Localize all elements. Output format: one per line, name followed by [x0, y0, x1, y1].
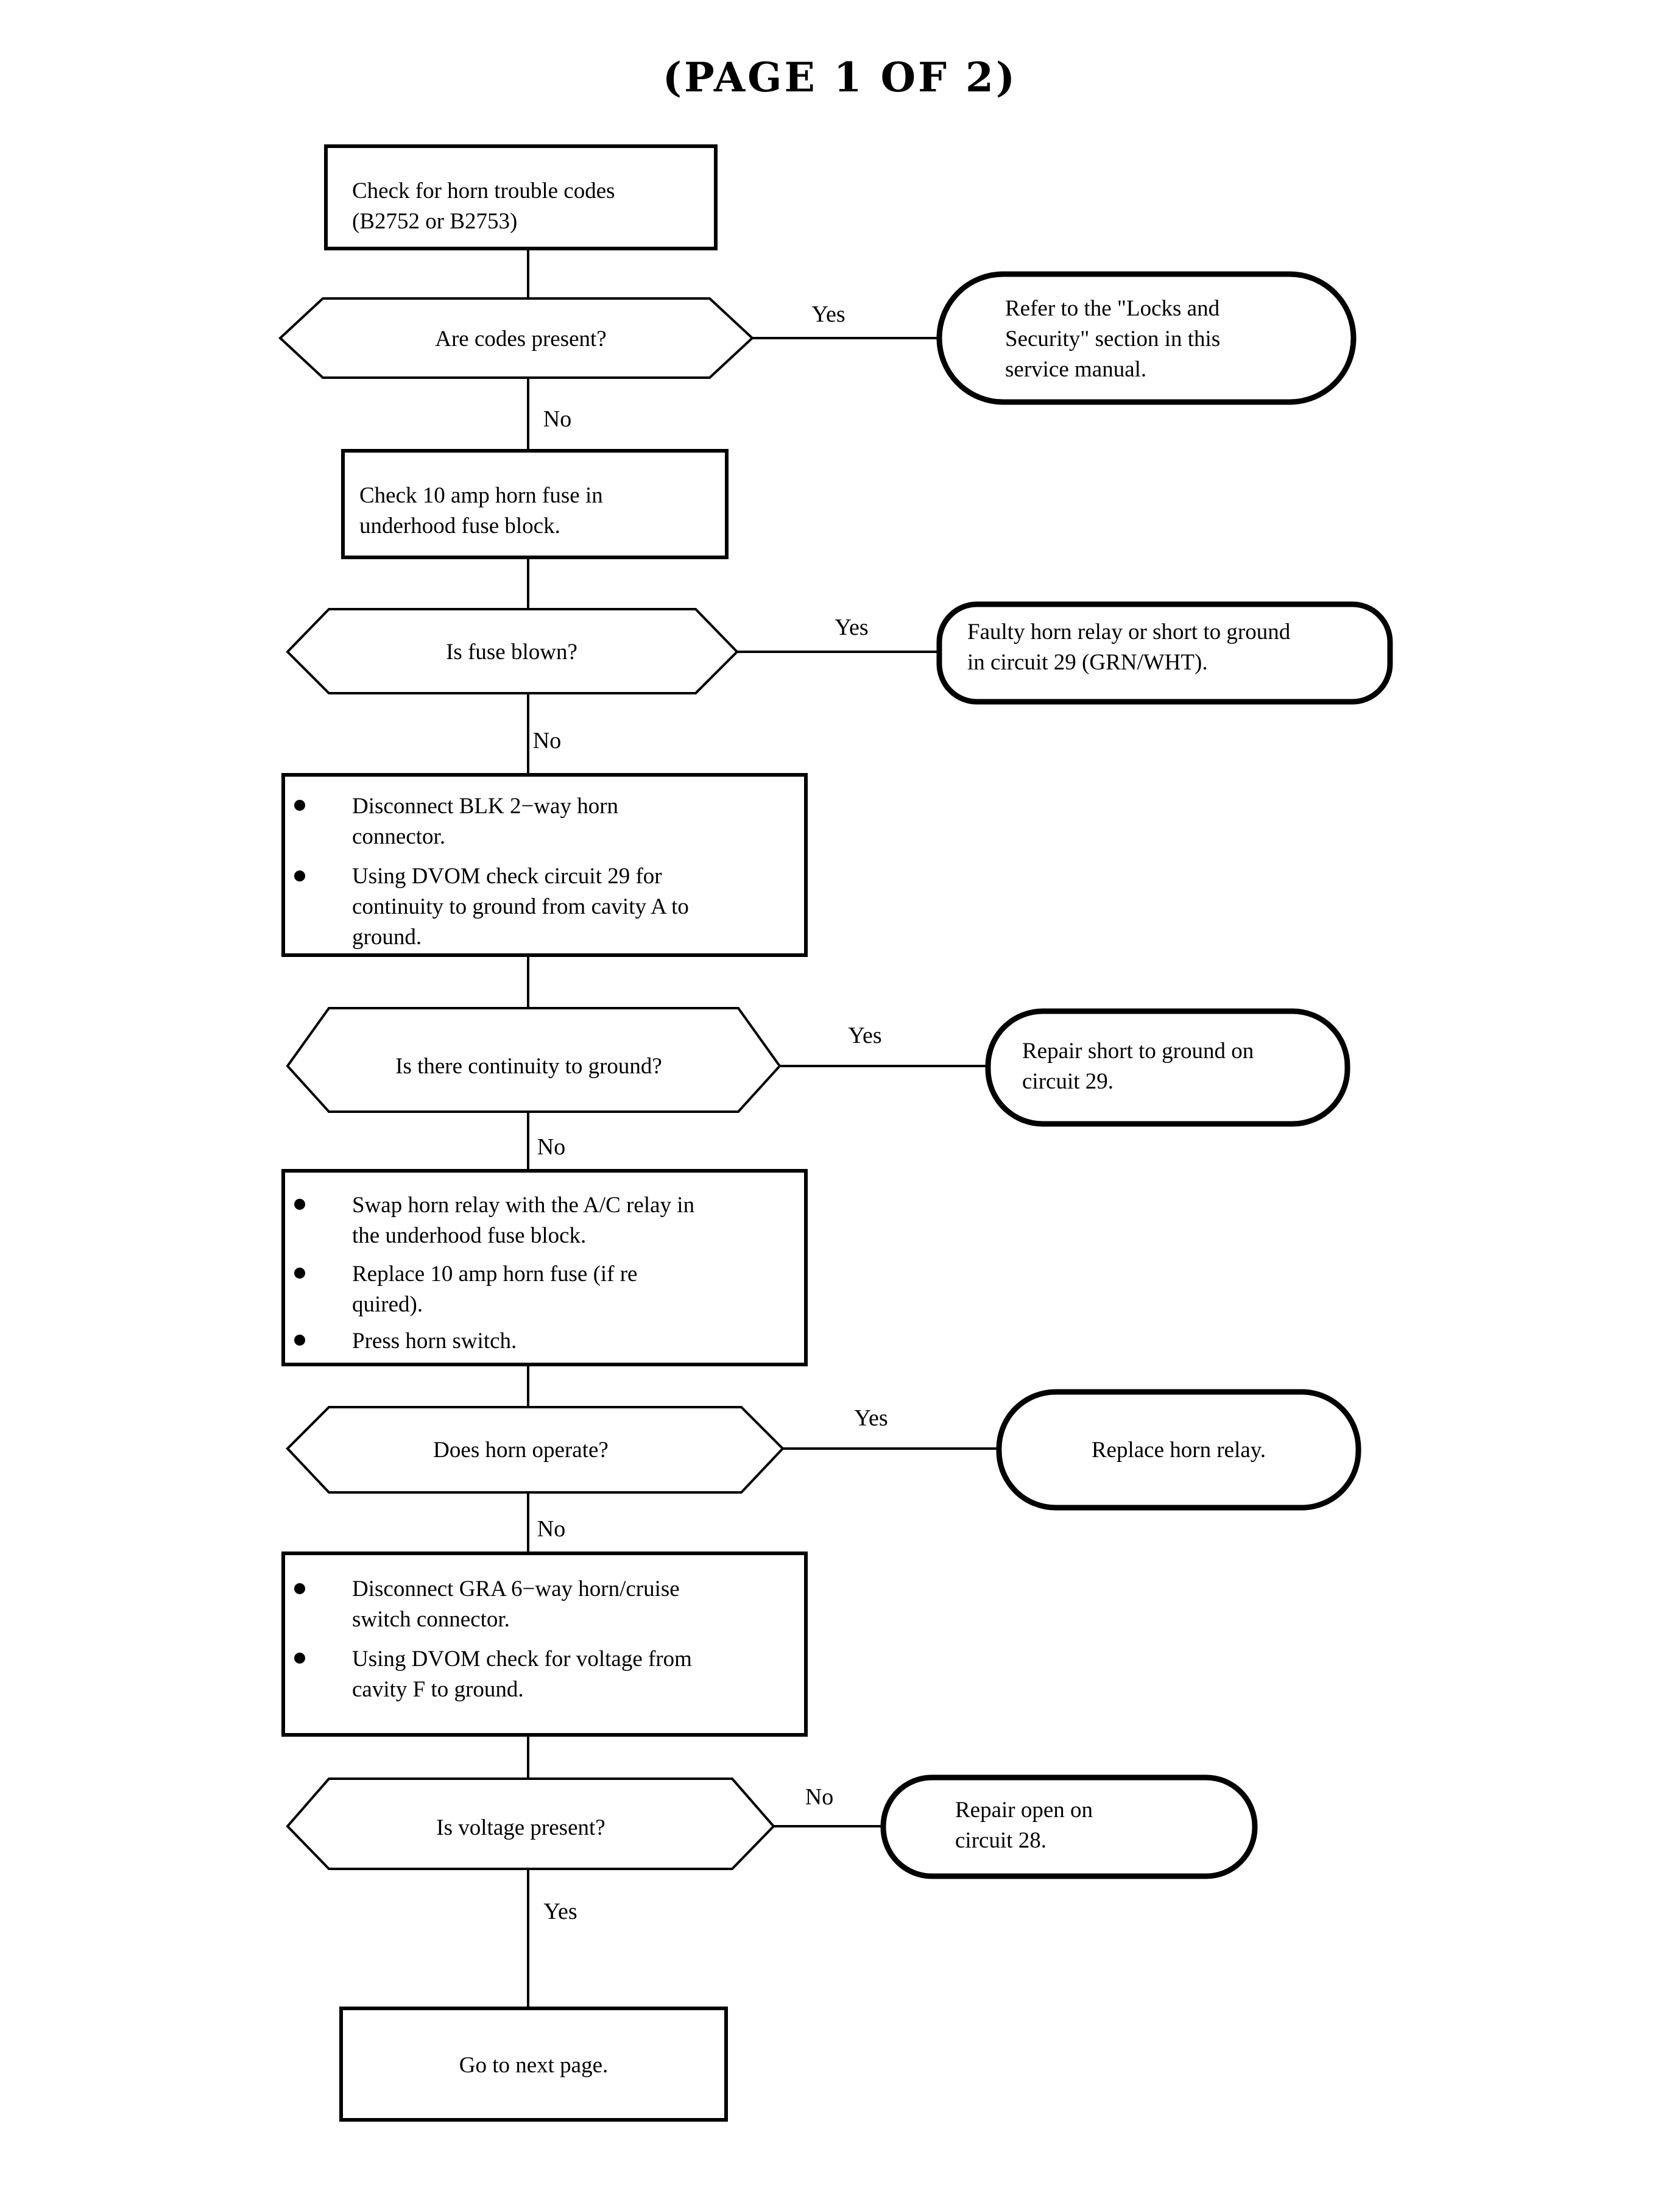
bullet-line: Using DVOM check for voltage from [352, 1647, 692, 1672]
bullet-dot-icon [294, 870, 305, 881]
branch-label-yes: Yes [854, 1405, 888, 1431]
branch-label-no: No [537, 1134, 565, 1160]
node-disconnect-gra-connector[interactable]: Disconnect GRA 6−way horn/cruise switch … [281, 1552, 808, 1737]
decision-hex-shape [286, 1406, 785, 1494]
node-swap-horn-relay[interactable]: Swap horn relay with the A/C relay in th… [281, 1169, 808, 1366]
node-line: circuit 29. [1022, 1069, 1114, 1094]
branch-label-no: No [543, 406, 571, 432]
decision-hex-shape [286, 1778, 775, 1870]
process-box-shape [324, 144, 718, 250]
process-box-shape [281, 1169, 808, 1366]
bullet-line: Swap horn relay with the A/C relay in [352, 1193, 694, 1218]
terminator-faulty-horn-relay[interactable]: Faulty horn relay or short to ground in … [936, 601, 1393, 705]
bullet-line: continuity to ground from cavity A to [352, 894, 689, 919]
bullet-line: switch connector. [352, 1607, 510, 1632]
node-line: Faulty horn relay or short to ground [967, 620, 1291, 644]
branch-label-yes: Yes [835, 615, 868, 640]
decision-is-voltage-present[interactable]: Is voltage present? [286, 1778, 775, 1870]
decision-label: Is voltage present? [436, 1815, 605, 1840]
branch-label-no: No [537, 1516, 565, 1542]
terminator-replace-horn-relay[interactable]: Replace horn relay. [996, 1389, 1361, 1511]
bullet-line: cavity F to ground. [352, 1677, 524, 1702]
node-disconnect-blk-connector[interactable]: Disconnect BLK 2−way horn connector. Usi… [281, 773, 808, 957]
decision-continuity-to-ground[interactable]: Is there continuity to ground? [286, 1007, 782, 1113]
node-line: Replace horn relay. [1092, 1438, 1266, 1463]
terminator-repair-open-circuit28[interactable]: Repair open on circuit 28. [880, 1774, 1258, 1879]
branch-label-yes: Yes [811, 302, 845, 327]
bullet-line: Press horn switch. [352, 1329, 517, 1354]
terminator-refer-locks-security[interactable]: Refer to the "Locks and Security" sectio… [936, 271, 1357, 405]
node-line: Repair open on [955, 1798, 1093, 1823]
node-line: service manual. [1005, 357, 1146, 382]
bullet-line: Using DVOM check circuit 29 for [352, 864, 662, 889]
branch-label-yes: Yes [848, 1023, 881, 1048]
bullet-line: Disconnect GRA 6−way horn/cruise [352, 1576, 680, 1601]
decision-hex-shape [286, 1007, 782, 1113]
node-line: Repair short to ground on [1022, 1039, 1254, 1064]
bullet-dot-icon [294, 1199, 305, 1210]
decision-does-horn-operate[interactable]: Does horn operate? [286, 1406, 785, 1494]
branch-label-yes: Yes [543, 1899, 577, 1924]
terminator-stadium-shape [936, 271, 1357, 405]
decision-label: Is fuse blown? [446, 640, 577, 665]
bullet-dot-icon [294, 1653, 305, 1664]
decision-hex-shape [286, 608, 739, 694]
node-check-trouble-codes[interactable]: Check for horn trouble codes (B2752 or B… [324, 144, 718, 250]
bullet-line: connector. [352, 824, 445, 849]
decision-label: Are codes present? [435, 327, 606, 351]
node-line: Security" section in this [1005, 327, 1220, 351]
bullet-line: the underhood fuse block. [352, 1223, 586, 1248]
bullet-line: quired). [352, 1292, 423, 1317]
node-line: Refer to the "Locks and [1005, 296, 1220, 321]
decision-is-fuse-blown[interactable]: Is fuse blown? [286, 608, 739, 694]
process-box-shape [281, 773, 808, 957]
terminator-stadium-shape [985, 1008, 1350, 1127]
bullet-dot-icon [294, 1583, 305, 1594]
bullet-dot-icon [294, 1335, 305, 1346]
process-box-shape [281, 1552, 808, 1737]
branch-label-no: No [805, 1784, 833, 1810]
node-line: in circuit 29 (GRN/WHT). [967, 650, 1208, 675]
process-box-shape [341, 449, 729, 559]
decision-hex-shape [278, 297, 754, 379]
node-line: Check 10 amp horn fuse in [359, 483, 603, 508]
terminator-stadium-shape [880, 1774, 1258, 1879]
bullet-line: Replace 10 amp horn fuse (if re [352, 1262, 637, 1287]
process-box-shape [339, 2007, 728, 2122]
decision-label: Is there continuity to ground? [395, 1054, 662, 1079]
node-go-to-next-page[interactable]: Go to next page. [339, 2007, 728, 2122]
node-line: circuit 28. [955, 1828, 1046, 1853]
bullet-line: Disconnect BLK 2−way horn [352, 794, 618, 819]
bullet-dot-icon [294, 800, 305, 811]
page-title: (PAGE 1 OF 2) [663, 54, 1017, 101]
bullet-line: ground. [352, 925, 422, 950]
terminator-repair-short-ground[interactable]: Repair short to ground on circuit 29. [985, 1008, 1350, 1127]
decision-label: Does horn operate? [433, 1438, 609, 1463]
node-line: Go to next page. [459, 2053, 609, 2078]
terminator-stadium-shape [996, 1389, 1361, 1511]
connector-lines [527, 249, 999, 2008]
node-line: (B2752 or B2753) [352, 209, 517, 234]
decision-are-codes-present[interactable]: Are codes present? [278, 297, 754, 379]
branch-label-no: No [533, 728, 561, 754]
node-line: underhood fuse block. [359, 514, 560, 538]
node-line: Check for horn trouble codes [352, 178, 615, 203]
bullet-dot-icon [294, 1268, 305, 1279]
terminator-stadium-shape [936, 601, 1393, 705]
node-check-horn-fuse[interactable]: Check 10 amp horn fuse in underhood fuse… [341, 449, 729, 559]
